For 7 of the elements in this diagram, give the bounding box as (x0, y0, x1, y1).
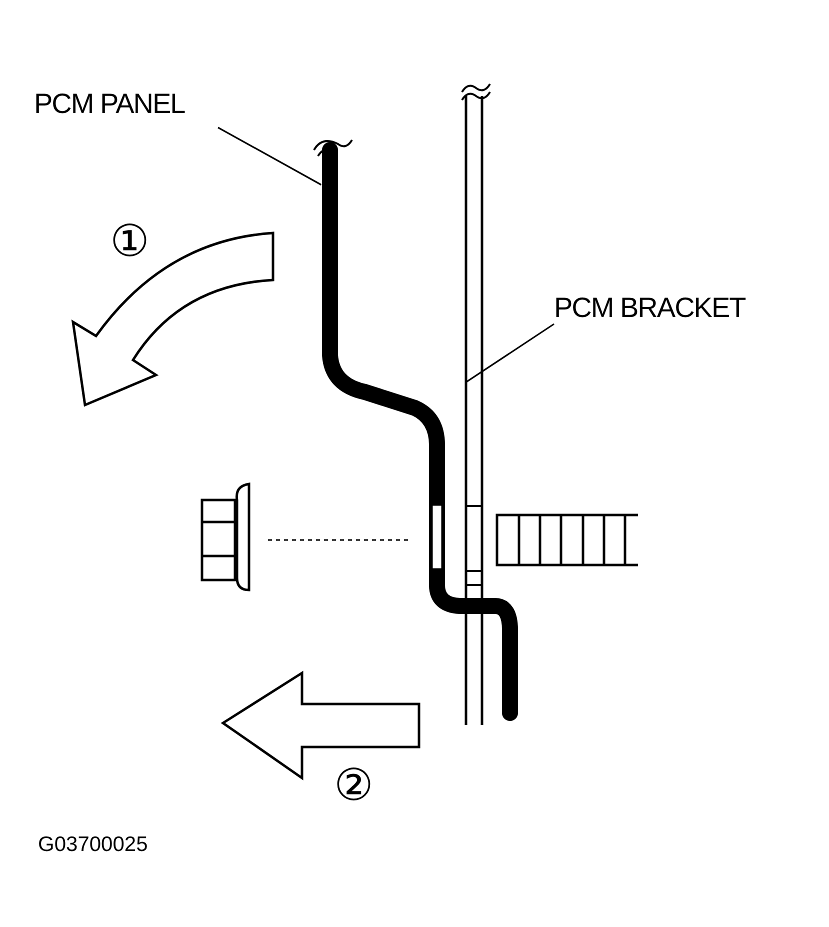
part-label: PCM PANEL (34, 90, 185, 118)
part-label: PCM BRACKET (554, 294, 746, 322)
callout-number: ② (334, 764, 374, 808)
leader-line (218, 126, 322, 186)
figure-code: G03700025 (38, 834, 148, 855)
callout-number: ① (110, 220, 150, 264)
leader-line (466, 323, 554, 383)
